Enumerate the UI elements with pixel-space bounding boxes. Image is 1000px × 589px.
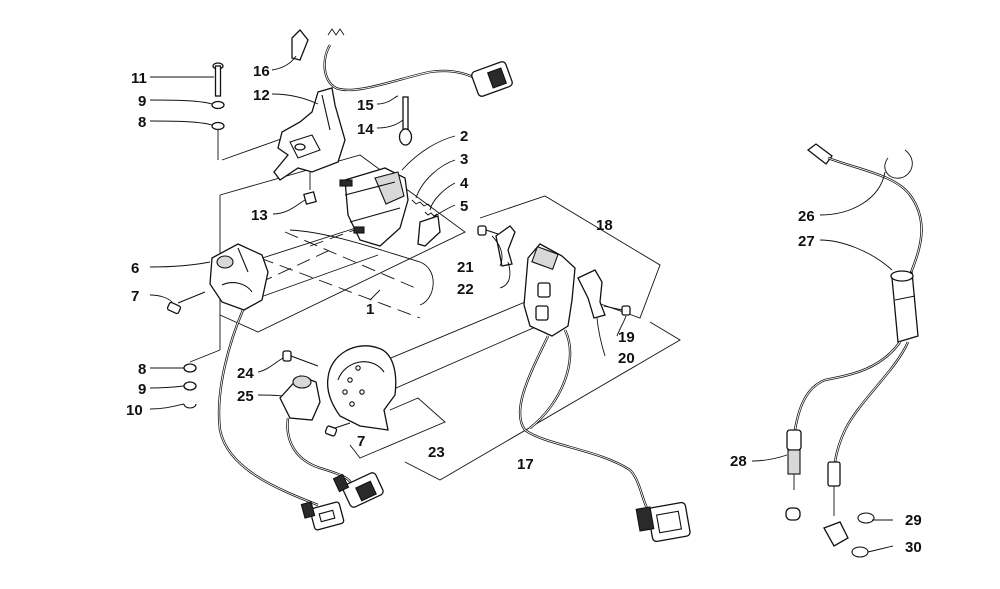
- callout-26: 26: [798, 208, 815, 225]
- callout-15: 15: [357, 97, 374, 114]
- housing-23: [326, 345, 397, 431]
- washer-9-lower: [183, 381, 197, 391]
- callout-8-top: 8: [138, 114, 146, 131]
- lever-20: [577, 269, 606, 319]
- callout-10: 10: [126, 402, 143, 419]
- clip-10: [183, 403, 197, 409]
- wire-15: [323, 44, 479, 92]
- callout-2: 2: [460, 128, 468, 145]
- callout-7-center: 7: [357, 433, 365, 450]
- washer-8-top: [211, 121, 225, 131]
- connector-right: [635, 501, 691, 543]
- callout-23: 23: [428, 444, 445, 461]
- bolt-11: [212, 62, 224, 97]
- callout-30: 30: [905, 539, 922, 556]
- callout-11: 11: [131, 70, 147, 87]
- wire-loop-1: [289, 229, 434, 306]
- screw-7-left: [166, 291, 206, 315]
- callout-20: 20: [618, 350, 635, 367]
- callout-12: 12: [253, 87, 270, 104]
- housing-17: [523, 243, 576, 337]
- screw-7-center: [324, 422, 351, 437]
- callout-25: 25: [237, 388, 254, 405]
- assembly-frame-lines: [189, 127, 681, 481]
- callout-14: 14: [357, 121, 374, 138]
- connector-center: [332, 472, 384, 508]
- washer-9-top: [211, 100, 225, 110]
- leader-lines: [149, 55, 894, 553]
- callout-29: 29: [905, 512, 922, 529]
- spring-3: [411, 199, 433, 209]
- clip-5: [417, 215, 441, 247]
- washer-8-lower: [183, 363, 197, 373]
- nut-13: [303, 191, 317, 205]
- cable-housing-27: [890, 270, 919, 343]
- adjuster-28: [785, 429, 802, 521]
- callout-18: 18: [596, 217, 613, 234]
- callout-6: 6: [131, 260, 139, 277]
- screw-21: [477, 225, 499, 236]
- spring-4: [424, 211, 438, 217]
- callout-9-lower: 9: [138, 381, 146, 398]
- cable-26: [806, 143, 923, 276]
- callout-27: 27: [798, 233, 815, 250]
- housing-6: [209, 243, 269, 311]
- o-ring-30: [851, 546, 869, 558]
- connector-left: [300, 501, 345, 531]
- callout-22: 22: [457, 281, 474, 298]
- callout-13: 13: [251, 207, 268, 224]
- switch-body-2: [339, 167, 409, 247]
- bracket-12: [273, 87, 346, 181]
- callout-28: 28: [730, 453, 747, 470]
- callout-19: 19: [618, 329, 635, 346]
- callout-4: 4: [460, 175, 469, 192]
- screw-19: [603, 305, 631, 316]
- washer-29: [857, 512, 875, 524]
- callout-1: 1: [366, 301, 374, 318]
- terminal-16: [291, 29, 309, 61]
- knob-25: [279, 375, 321, 421]
- callout-8-lower: 8: [138, 361, 146, 378]
- callout-7-left: 7: [131, 288, 139, 305]
- lever-22: [495, 225, 516, 267]
- callout-9-top: 9: [138, 93, 146, 110]
- callout-16: 16: [253, 63, 270, 80]
- callout-labels: 11 9 8 16 12 15 14 2 3 4 5 13 6 7 1 18 2…: [126, 63, 922, 556]
- screw-24: [282, 350, 319, 367]
- callout-17: 17: [517, 456, 534, 473]
- adjuster-right: [823, 461, 849, 547]
- callout-3: 3: [460, 151, 468, 168]
- connector-15: [471, 61, 513, 97]
- callout-5: 5: [460, 198, 468, 215]
- callout-21: 21: [457, 259, 474, 276]
- tie-14: [398, 96, 413, 146]
- callout-24: 24: [237, 365, 254, 382]
